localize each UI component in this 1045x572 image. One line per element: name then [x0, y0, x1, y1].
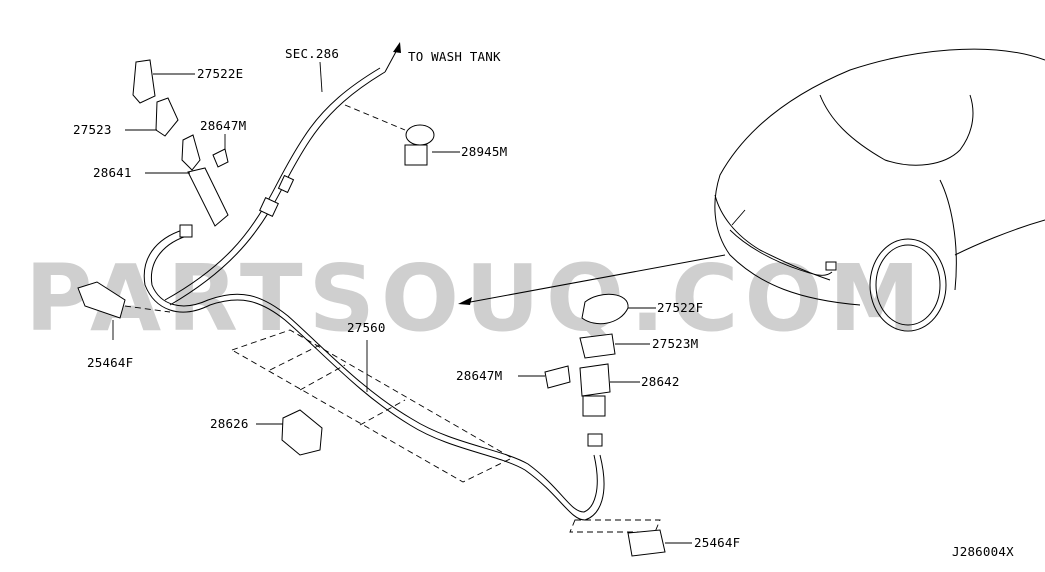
watermark: PARTSOUQ.COM	[25, 245, 926, 352]
label-27522e: 27522E	[197, 66, 243, 81]
label-28641: 28641	[93, 165, 132, 180]
clip-25464f-bottom-icon	[627, 529, 666, 557]
car-body-outline	[714, 48, 1045, 332]
bracket-27523m-icon	[579, 333, 616, 359]
label-27523: 27523	[73, 122, 112, 137]
left-nozzle-assembly	[77, 59, 229, 340]
label-28642: 28642	[641, 374, 680, 389]
diagram-code: J286004X	[952, 544, 1014, 559]
label-to-wash-tank: TO WASH TANK	[408, 49, 501, 64]
label-28647m-bottom: 28647M	[456, 368, 502, 383]
label-28945m: 28945M	[461, 144, 507, 159]
label-27560: 27560	[347, 320, 386, 335]
nozzle-28642-icon	[579, 363, 611, 397]
label-27523m: 27523M	[652, 336, 698, 351]
nozzle-28641-icon	[181, 134, 201, 171]
hose-27560	[143, 67, 605, 521]
label-28647m-top: 28647M	[200, 118, 246, 133]
dashed-reference-lines	[230, 329, 661, 533]
label-sec-286: SEC.286	[285, 46, 339, 61]
cap-27522e-icon	[132, 59, 156, 104]
clip-28647m-top-icon	[212, 148, 229, 168]
cover-27523-icon	[155, 97, 179, 137]
clamp-28626-icon	[256, 409, 323, 456]
location-arrow	[458, 254, 726, 305]
clip-28647m-bottom-icon	[544, 365, 571, 389]
label-25464f-bottom: 25464F	[694, 535, 740, 550]
right-nozzle-assembly	[518, 293, 692, 557]
clip-25464f-left-icon	[77, 281, 126, 319]
clamp-28945m-icon	[344, 104, 460, 166]
label-27522f: 27522F	[657, 300, 703, 315]
label-25464f-left: 25464F	[87, 355, 133, 370]
wash-tank-arrow	[384, 42, 401, 73]
label-28626: 28626	[210, 416, 249, 431]
